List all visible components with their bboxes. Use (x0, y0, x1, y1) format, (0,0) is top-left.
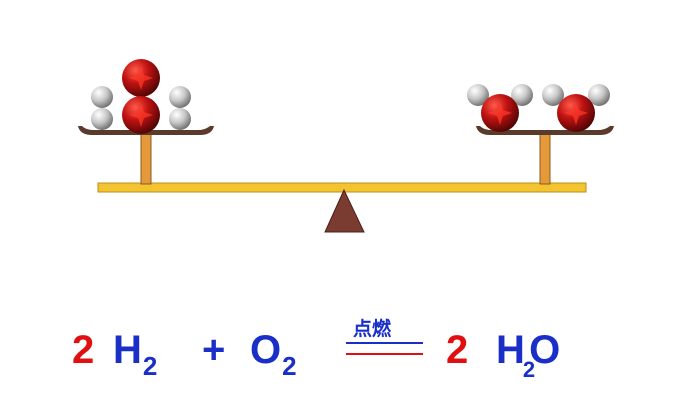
left-pan-post (140, 133, 152, 185)
right-pan (476, 126, 614, 135)
hydrogen-molecule-left-2 (169, 86, 191, 130)
balance-beam (97, 182, 587, 193)
hydrogen-atom (511, 84, 533, 106)
hydrogen-atom (91, 108, 113, 130)
hydrogen-atom (467, 84, 489, 106)
water-molecule-2 (542, 84, 610, 132)
atom-sparkle-icon (488, 101, 512, 125)
hydrogen-molecule-left-1 (91, 86, 113, 130)
hydrogen-atom (588, 84, 610, 106)
water-molecule-1 (467, 84, 533, 132)
hydrogen-atom (542, 84, 564, 106)
hydrogen-atom (91, 86, 113, 108)
atom-sparkle-icon (129, 66, 153, 90)
atom-sparkle-icon (129, 103, 153, 127)
right-pan-post (539, 133, 551, 185)
atom-sparkle-icon (564, 101, 588, 125)
hydrogen-atom (169, 108, 191, 130)
oxygen-molecule (122, 59, 160, 134)
fulcrum-triangle (324, 188, 365, 233)
hydrogen-atom (169, 86, 191, 108)
